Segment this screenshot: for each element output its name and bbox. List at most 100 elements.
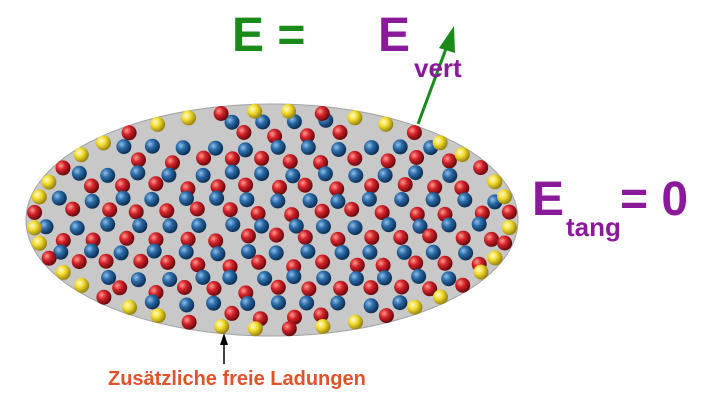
red-sphere-icon xyxy=(329,181,345,197)
red-sphere-icon xyxy=(222,202,238,218)
blue-sphere-icon xyxy=(241,244,256,260)
red-sphere-icon xyxy=(254,150,270,166)
red-sphere-icon xyxy=(297,177,313,193)
blue-sphere-icon xyxy=(396,244,412,260)
blue-sphere-icon xyxy=(317,166,333,182)
yellow-sphere-icon xyxy=(432,135,448,151)
blue-sphere-icon xyxy=(315,219,331,235)
blue-sphere-icon xyxy=(113,245,129,261)
red-sphere-icon xyxy=(330,231,346,247)
red-sphere-icon xyxy=(408,255,424,271)
blue-sphere-icon xyxy=(161,167,177,183)
red-sphere-icon xyxy=(374,205,390,221)
equation-left: E = xyxy=(232,9,306,62)
red-sphere-icon xyxy=(148,232,164,248)
red-sphere-icon xyxy=(224,305,240,321)
blue-sphere-icon xyxy=(101,270,117,285)
red-sphere-icon xyxy=(269,227,284,243)
yellow-sphere-icon xyxy=(454,147,470,163)
blue-sphere-icon xyxy=(363,298,379,314)
blue-sphere-icon xyxy=(377,270,392,286)
blue-sphere-icon xyxy=(208,140,224,156)
red-sphere-icon xyxy=(131,152,146,168)
red-sphere-icon xyxy=(313,307,329,323)
yellow-sphere-icon xyxy=(347,110,363,126)
red-sphere-icon xyxy=(441,153,457,169)
blue-sphere-icon xyxy=(195,167,211,183)
red-sphere-icon xyxy=(301,281,317,297)
red-sphere-icon xyxy=(406,125,422,141)
yellow-sphere-icon xyxy=(281,103,297,119)
blue-sphere-icon xyxy=(146,243,162,259)
yellow-sphere-icon xyxy=(181,110,196,126)
red-sphere-icon xyxy=(364,229,380,245)
red-sphere-icon xyxy=(270,279,286,295)
red-sphere-icon xyxy=(27,204,43,220)
yellow-sphere-icon xyxy=(247,321,263,337)
blue-sphere-icon xyxy=(206,295,222,311)
red-sphere-icon xyxy=(437,255,453,271)
blue-sphere-icon xyxy=(144,294,160,310)
blue-sphere-icon xyxy=(392,295,408,311)
red-sphere-icon xyxy=(133,253,149,269)
red-sphere-icon xyxy=(349,257,365,273)
red-sphere-icon xyxy=(222,259,238,275)
yellow-sphere-icon xyxy=(96,135,111,151)
red-sphere-icon xyxy=(119,230,135,246)
red-sphere-icon xyxy=(455,230,471,246)
blue-sphere-icon xyxy=(334,245,350,260)
caption-arrow-head xyxy=(220,333,228,345)
red-sphere-icon xyxy=(314,203,330,219)
red-sphere-icon xyxy=(281,321,297,337)
blue-sphere-icon xyxy=(53,244,69,260)
red-sphere-icon xyxy=(314,106,330,121)
red-sphere-icon xyxy=(409,206,425,222)
red-sphere-icon xyxy=(272,179,287,195)
blue-sphere-icon xyxy=(195,269,211,285)
blue-sphere-icon xyxy=(115,190,131,206)
red-sphere-icon xyxy=(455,277,471,293)
blue-sphere-icon xyxy=(330,194,346,209)
red-sphere-icon xyxy=(332,124,348,140)
blue-sphere-icon xyxy=(240,296,256,311)
red-sphere-icon xyxy=(102,202,118,218)
yellow-sphere-icon xyxy=(378,116,394,132)
red-sphere-icon xyxy=(284,207,300,223)
blue-sphere-icon xyxy=(224,164,240,180)
red-sphere-icon xyxy=(115,178,131,194)
red-sphere-icon xyxy=(189,201,205,217)
red-sphere-icon xyxy=(112,280,128,296)
yellow-sphere-icon xyxy=(150,308,166,324)
blue-sphere-icon xyxy=(381,217,397,233)
blue-sphere-icon xyxy=(254,166,270,182)
red-sphere-icon xyxy=(210,179,226,195)
blue-sphere-icon xyxy=(458,245,474,261)
blue-sphere-icon xyxy=(348,271,364,287)
yellow-sphere-icon xyxy=(31,189,47,205)
blue-sphere-icon xyxy=(51,190,67,206)
blue-sphere-icon xyxy=(268,245,284,261)
red-sphere-icon xyxy=(393,230,409,245)
red-sphere-icon xyxy=(422,281,438,297)
red-sphere-icon xyxy=(397,177,413,193)
blue-sphere-icon xyxy=(84,243,99,259)
blue-sphere-icon xyxy=(209,190,225,206)
yellow-sphere-icon xyxy=(433,289,448,305)
red-sphere-icon xyxy=(364,178,380,194)
blue-sphere-icon xyxy=(116,139,132,155)
blue-sphere-icon xyxy=(425,192,441,208)
blue-sphere-icon xyxy=(362,244,378,260)
red-sphere-icon xyxy=(375,257,391,273)
blue-sphere-icon xyxy=(270,193,286,209)
red-sphere-icon xyxy=(196,150,212,166)
tangential-e: E xyxy=(532,173,565,226)
field-arrow-head xyxy=(439,26,455,53)
blue-sphere-icon xyxy=(270,139,286,155)
red-sphere-icon xyxy=(251,254,267,270)
blue-sphere-icon xyxy=(392,139,408,155)
red-sphere-icon xyxy=(380,153,396,169)
blue-sphere-icon xyxy=(271,295,286,311)
yellow-sphere-icon xyxy=(41,174,57,190)
blue-sphere-icon xyxy=(300,139,316,155)
red-sphere-icon xyxy=(333,280,349,296)
